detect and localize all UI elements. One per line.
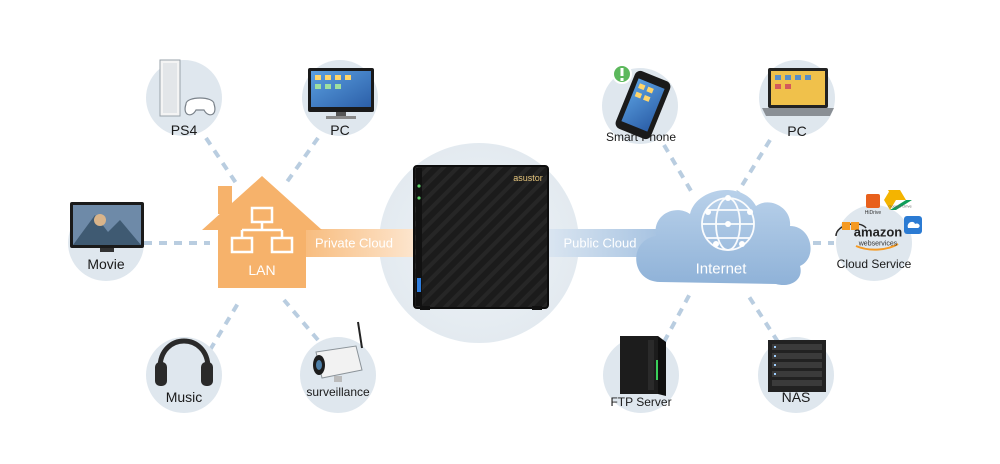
ftp-server-label: FTP Server — [610, 395, 672, 409]
nas-device-image — [413, 165, 549, 310]
private-cloud-link — [296, 229, 416, 257]
internet-cloud-icon — [636, 190, 811, 286]
brand-label: asustor — [513, 173, 543, 183]
ps4-label: PS4 — [170, 122, 198, 138]
surveillance-label: surveillance — [306, 385, 370, 399]
lan-house-icon — [202, 176, 322, 288]
monitor-icon — [308, 68, 374, 119]
connector-lines — [144, 136, 834, 352]
music-label: Music — [165, 389, 203, 405]
public-cloud-label: Public Cloud — [563, 235, 637, 251]
headphones-icon — [155, 338, 213, 386]
cloud-service-label: Cloud Service — [836, 257, 912, 271]
smart-phone-label: Smart Phone — [605, 130, 677, 144]
movie-label: Movie — [87, 256, 125, 272]
private-cloud-label: Private Cloud — [314, 235, 394, 251]
ftp-server-icon — [620, 336, 666, 396]
lan-label: LAN — [248, 262, 276, 278]
nas-rack-icon — [768, 340, 826, 392]
tv-icon — [70, 202, 144, 252]
internet-label: Internet — [695, 260, 747, 278]
google-drive-logo-text: Google Drive — [888, 203, 912, 209]
node-music — [146, 337, 222, 413]
amazon-logo-text: amazon — [853, 224, 903, 240]
pc-left-label: PC — [330, 122, 350, 138]
pc-right-label: PC — [787, 123, 807, 139]
laptop-icon — [762, 68, 834, 116]
cloud-service-logos — [835, 190, 922, 251]
ps4-console-icon — [159, 59, 216, 117]
webservices-logo-text: webservices — [858, 240, 898, 248]
hidrive-logo-text: HiDrive — [864, 210, 882, 216]
smart-phone-icon — [612, 64, 671, 140]
camera-icon — [313, 321, 363, 382]
nas-label: NAS — [781, 389, 811, 405]
